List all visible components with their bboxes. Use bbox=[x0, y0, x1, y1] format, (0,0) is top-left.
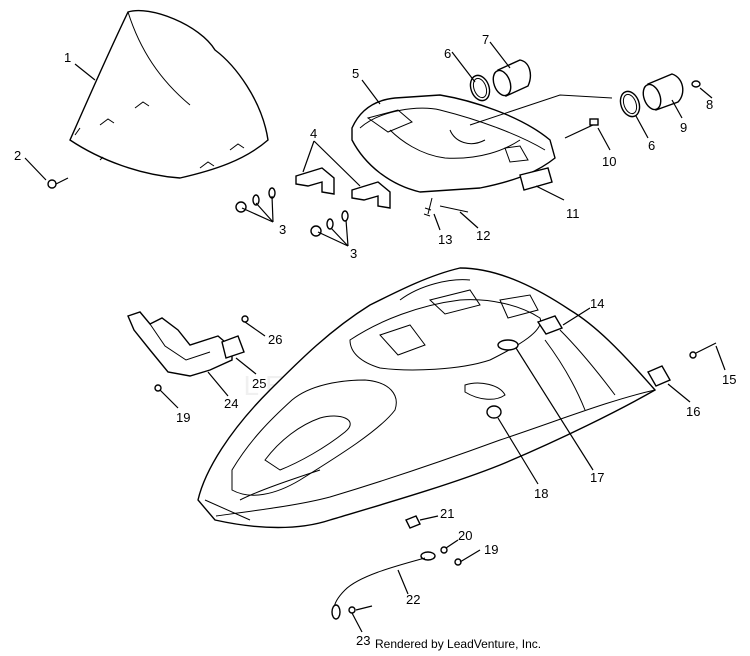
gauge-left bbox=[492, 59, 532, 97]
switch-cable bbox=[564, 118, 599, 139]
dash-screw bbox=[423, 197, 433, 217]
callout-17: 17 bbox=[590, 470, 604, 485]
callout-20: 20 bbox=[458, 528, 472, 543]
callout-14: 14 bbox=[590, 296, 604, 311]
hood-fasteners bbox=[486, 315, 564, 419]
nut-left bbox=[154, 384, 162, 392]
gauge-right bbox=[642, 73, 684, 111]
callout-3: 3 bbox=[350, 246, 357, 261]
callout-19: 19 bbox=[176, 410, 190, 425]
callout-10: 10 bbox=[602, 154, 616, 169]
side-bracket bbox=[127, 311, 245, 377]
callout-24: 24 bbox=[224, 396, 238, 411]
leader-lines bbox=[24, 41, 726, 633]
latch bbox=[647, 342, 717, 387]
callout-23: 23 bbox=[356, 633, 370, 648]
callout-5: 5 bbox=[352, 66, 359, 81]
callout-21: 21 bbox=[440, 506, 454, 521]
callout-16: 16 bbox=[686, 404, 700, 419]
callout-labels: 1 2 3 3 4 5 6 7 8 9 6 10 11 12 13 14 15 … bbox=[14, 32, 736, 648]
callout-13: 13 bbox=[438, 232, 452, 247]
windshield bbox=[69, 10, 269, 179]
callout-7: 7 bbox=[482, 32, 489, 47]
mounting-brackets bbox=[295, 167, 391, 209]
callout-3: 3 bbox=[279, 222, 286, 237]
pad bbox=[519, 167, 553, 191]
callout-2: 2 bbox=[14, 148, 21, 163]
nuts-and-washers bbox=[235, 187, 349, 237]
bracket-screw bbox=[241, 315, 249, 323]
gauge-wire bbox=[469, 94, 613, 126]
callout-12: 12 bbox=[476, 228, 490, 243]
callout-26: 26 bbox=[268, 332, 282, 347]
callout-9: 9 bbox=[680, 120, 687, 135]
callout-19: 19 bbox=[484, 542, 498, 557]
render-credit: Rendered by LeadVenture, Inc. bbox=[375, 637, 542, 651]
callout-22: 22 bbox=[406, 592, 420, 607]
callout-1: 1 bbox=[64, 50, 71, 65]
clip bbox=[439, 205, 469, 213]
callout-25: 25 bbox=[252, 376, 266, 391]
callout-8: 8 bbox=[706, 97, 713, 112]
callout-6: 6 bbox=[444, 46, 451, 61]
indicator-bulb bbox=[691, 80, 701, 88]
hood bbox=[197, 267, 657, 529]
callout-15: 15 bbox=[722, 372, 736, 387]
tether-cable bbox=[331, 515, 462, 620]
callout-4: 4 bbox=[310, 126, 317, 141]
windshield-screw bbox=[47, 177, 69, 189]
callout-18: 18 bbox=[534, 486, 548, 501]
gauge-ring-right bbox=[619, 90, 641, 118]
dash-console bbox=[351, 94, 556, 193]
callout-6: 6 bbox=[648, 138, 655, 153]
callout-11: 11 bbox=[566, 206, 580, 221]
